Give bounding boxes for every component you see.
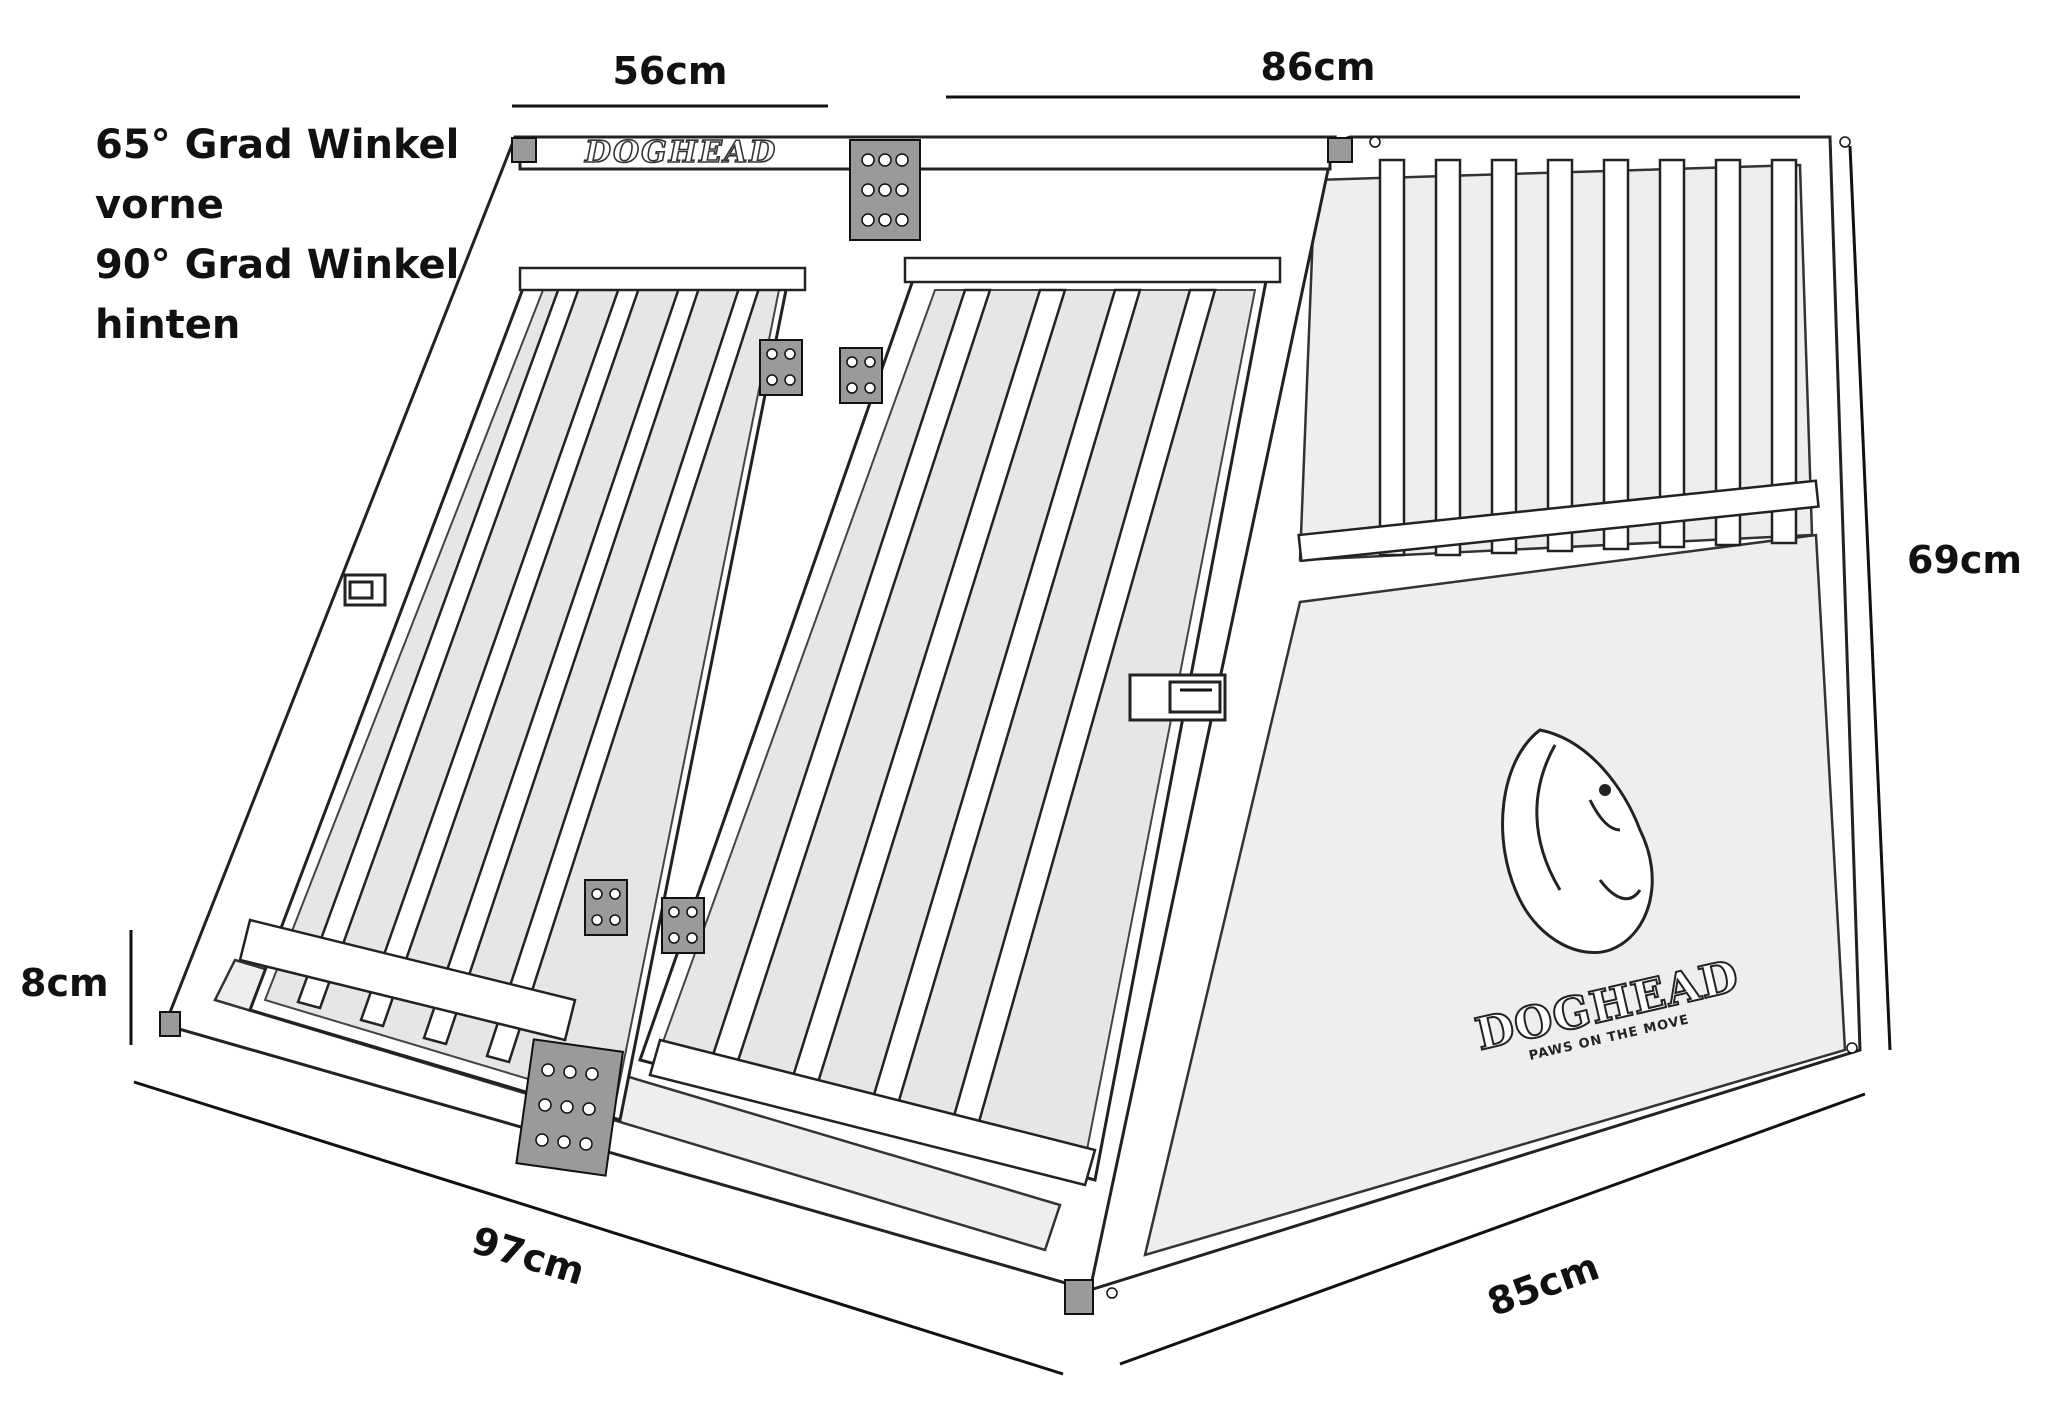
dimension-lines [129,95,1892,1376]
side-grille [1297,158,1820,563]
hinges [515,139,921,1177]
bottom-side-dim-label: 85cm [1482,1244,1605,1325]
corner-caps [159,136,1858,1315]
bottom-front-dim-label: 97cm [467,1218,590,1294]
side-solid-panel [1143,533,1847,1257]
right-door-bars [708,288,1217,1138]
hinge-top [849,139,921,241]
note-line-1: 65° Grad Winkel [95,122,459,168]
top-side-dim-label: 86cm [1260,45,1375,89]
note-line-2: vorne [95,182,224,228]
height-dim-label: 69cm [1907,538,2022,582]
bottom-side-dim-line [1119,1092,1866,1366]
top-logo-text: DOGHEAD [584,135,777,170]
hinge-lower-left [584,879,628,936]
hinge-upper-left [759,339,803,396]
latch-left [343,573,387,607]
hinge-bottom [515,1038,625,1177]
note-line-3: 90° Grad Winkel [95,242,459,288]
height-dim-line [1848,145,1892,1051]
latch-right [1128,673,1227,722]
note-line-4: hinten [95,302,240,348]
angle-notes: 65° Grad Winkel vorne 90° Grad Winkel hi… [95,122,459,348]
left-door [238,266,807,1122]
base-height-dim-label: 8cm [20,961,109,1005]
hinge-lower-right [661,897,705,954]
hinge-upper-right [839,347,883,404]
left-door-bars [296,283,762,1064]
bottom-front-dim-line [133,1080,1064,1376]
right-door [638,256,1282,1187]
top-front-dim-label: 56cm [612,49,727,93]
